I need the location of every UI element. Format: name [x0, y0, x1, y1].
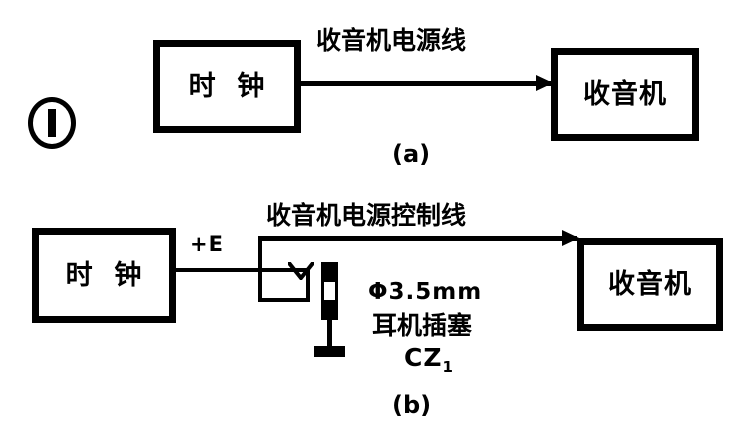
relay-contact-lid — [258, 268, 310, 272]
supply-terminal-label: +E — [190, 232, 224, 256]
relay-contact-loop — [258, 268, 310, 302]
clock-unit-box-a: 时 钟 — [153, 40, 301, 133]
radio-unit-label-b: 收音机 — [608, 269, 692, 300]
arrowhead-icon-b — [562, 230, 579, 246]
contact-arm-icon — [288, 262, 314, 280]
clock-output-wire-b — [176, 268, 262, 272]
caption-a: (a) — [392, 140, 431, 168]
marker-bar — [48, 109, 56, 137]
plug-name-label: 耳机插塞 — [372, 311, 473, 340]
radio-unit-box-a: 收音机 — [551, 48, 699, 141]
plug-window — [324, 282, 335, 300]
plug-stem — [327, 320, 332, 346]
plug-designator-label: CZ1 — [404, 345, 454, 375]
earphone-plug-symbol — [307, 262, 351, 360]
clock-unit-box-b: 时 钟 — [32, 228, 176, 323]
plug-designator-subscript: 1 — [442, 358, 454, 376]
riser-wire-b — [258, 236, 262, 272]
control-wire-label-b: 收音机电源控制线 — [266, 201, 467, 230]
power-cord-label-a: 收音机电源线 — [316, 26, 467, 55]
caption-b: (b) — [392, 391, 432, 419]
clock-unit-label-b: 时 钟 — [65, 260, 143, 291]
control-wire-b — [258, 236, 577, 241]
radio-unit-label-a: 收音机 — [583, 79, 667, 110]
plug-designator-prefix: CZ — [404, 343, 443, 372]
clock-unit-label-a: 时 钟 — [188, 71, 266, 102]
arrowhead-icon-a — [536, 75, 553, 91]
power-cord-wire-a — [301, 81, 551, 86]
circled-roman-one-icon — [28, 97, 76, 149]
radio-unit-box-b: 收音机 — [577, 238, 723, 331]
plug-diameter-label: Φ3.5mm — [368, 279, 483, 305]
plug-base — [314, 346, 345, 357]
